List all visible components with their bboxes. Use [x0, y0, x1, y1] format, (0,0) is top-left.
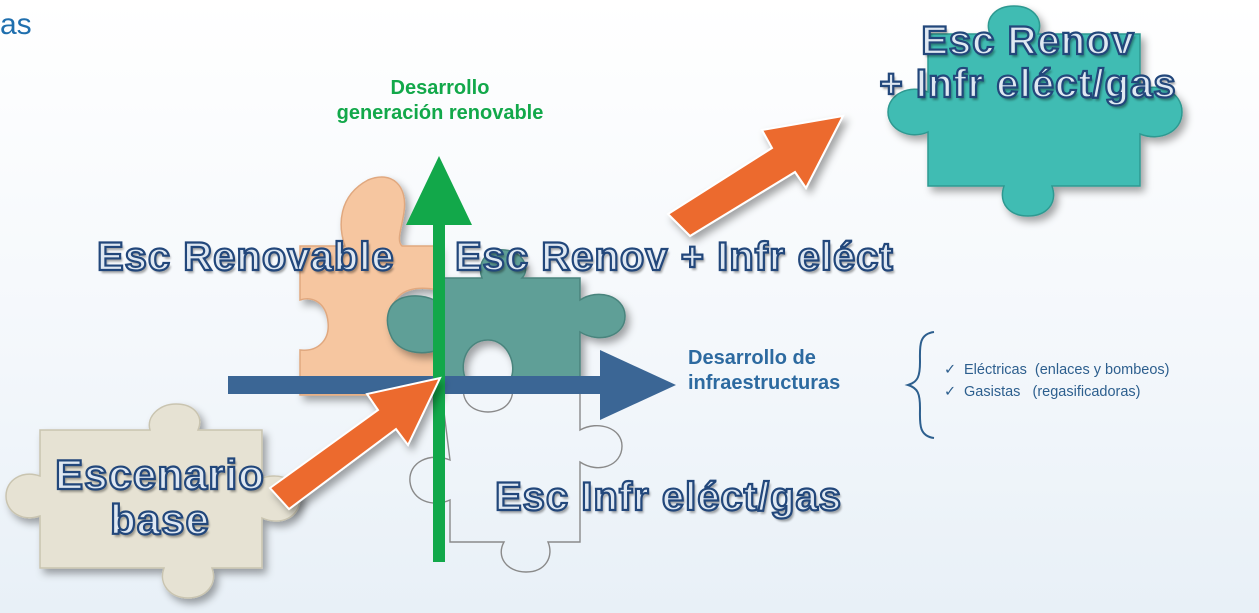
scenario-infr-gas-label: Esc Infr eléct/gas [494, 474, 843, 520]
infrastructure-axis-label: Desarrollo de infraestructuras [688, 346, 918, 396]
infrastructure-axis-label-line2: infraestructuras [688, 372, 841, 394]
list-item: ✓ Eléctricas (enlaces y bombeos) [944, 362, 1170, 378]
puzzle-piece-renov-infr [386, 249, 626, 381]
check-icon: ✓ [944, 362, 957, 378]
infrastructure-items-list: ✓ Eléctricas (enlaces y bombeos) ✓ Gasista… [944, 362, 1170, 406]
infrastructure-axis-label-line1: Desarrollo de [688, 347, 816, 369]
list-item-text: Gasistas (regasificadoras) [964, 384, 1141, 400]
scenario-renov-infr-label: Esc Renov + Infr eléct [454, 234, 894, 280]
items-brace [904, 331, 935, 439]
check-icon: ✓ [944, 384, 957, 400]
list-item: ✓ Gasistas (regasificadoras) [944, 384, 1170, 400]
progress-arrow-base [268, 376, 442, 511]
scenario-renov-infr-gas-label: Esc Renov + Infr eléct/gas [838, 18, 1218, 107]
renewable-axis-label-line1: Desarrollo [390, 77, 490, 99]
scenario-base-label-line2: base [109, 496, 210, 544]
title-fragment: as [0, 8, 32, 41]
puzzle-piece-base [5, 403, 301, 599]
renewable-axis-label-line2: generación renovable [336, 102, 544, 124]
scenario-renov-infr-gas-label-line1: Esc Renov [920, 18, 1135, 64]
list-item-text: Eléctricas (enlaces y bombeos) [964, 362, 1170, 378]
renewable-axis-label: Desarrollo generación renovable [270, 76, 610, 126]
progress-arrow-top [666, 114, 845, 238]
scenario-base-label-line1: Escenario [54, 451, 265, 499]
scenario-base-label: Escenario base [30, 451, 290, 544]
scenario-renovable-label: Esc Renovable [96, 234, 395, 280]
renewable-axis-arrow [406, 156, 472, 562]
scenario-renov-infr-gas-label-line2: + Infr eléct/gas [878, 61, 1177, 107]
puzzle-piece-renov-infr-gas [887, 5, 1183, 217]
puzzle-piece-infr-gas [409, 379, 623, 573]
